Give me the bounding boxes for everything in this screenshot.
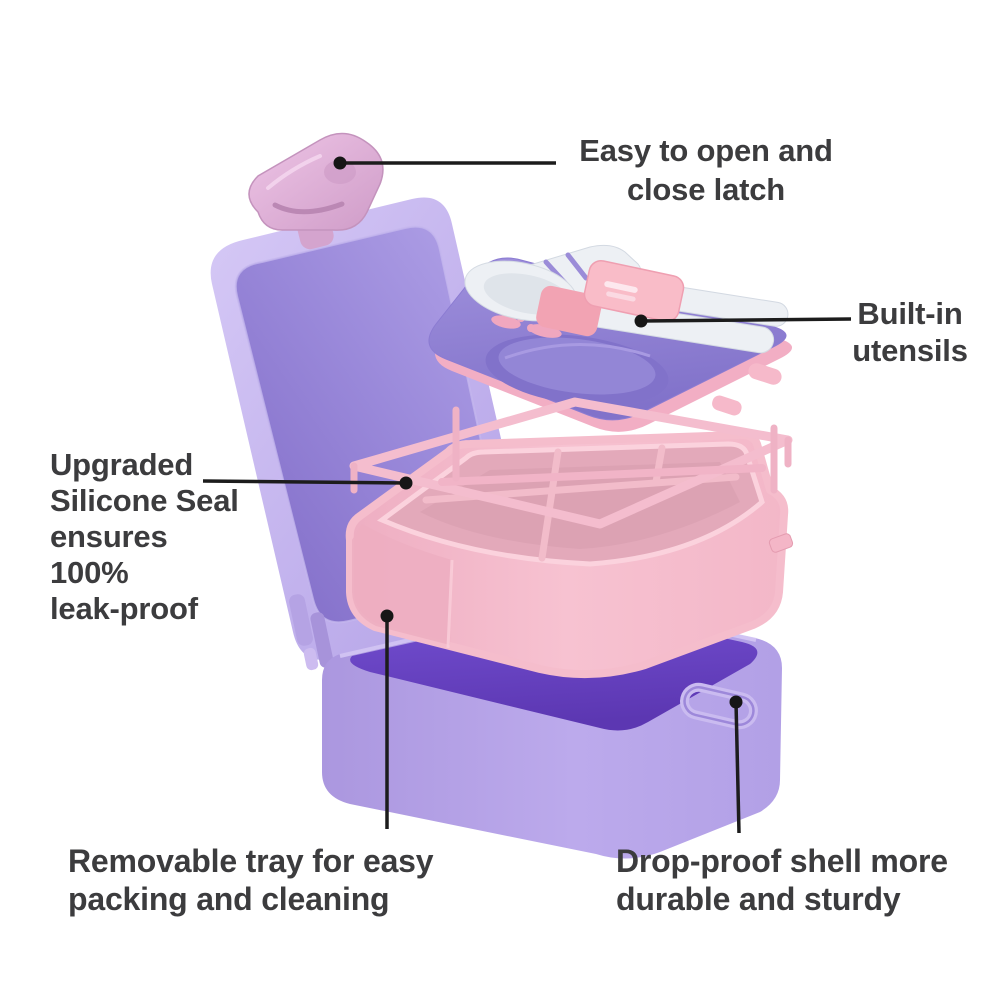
dot-utensils xyxy=(634,314,648,328)
callout-line: Removable tray for easy xyxy=(68,843,434,879)
callout-line: leak-proof xyxy=(50,591,198,626)
callout-line: utensils xyxy=(852,333,968,368)
dot-seal xyxy=(399,476,413,490)
callout-line: 100% xyxy=(50,555,129,590)
callout-utensils: Built-in utensils xyxy=(828,295,992,369)
leader-utensils xyxy=(640,317,852,323)
shell-handle xyxy=(680,682,758,730)
leader-shell xyxy=(734,701,741,834)
latch xyxy=(248,132,384,250)
leader-dots xyxy=(333,156,743,709)
utensil-clip xyxy=(536,260,685,337)
callout-latch: Easy to open and close latch xyxy=(520,131,892,209)
callout-line: ensures xyxy=(50,519,168,554)
callout-line: durable and sturdy xyxy=(616,881,901,917)
leader-seal xyxy=(202,479,407,485)
callout-line: Built-in xyxy=(857,296,963,331)
callout-line: Drop-proof shell more xyxy=(616,843,948,879)
cup-recess xyxy=(485,334,669,406)
dot-latch xyxy=(333,156,347,170)
callout-seal: Upgraded Silicone Seal ensures 100% leak… xyxy=(50,447,330,627)
callout-line: packing and cleaning xyxy=(68,881,390,917)
leader-lines xyxy=(202,161,852,834)
callout-line: close latch xyxy=(626,172,786,207)
lid-hinge xyxy=(289,594,334,671)
utensil-tray xyxy=(428,244,793,432)
callout-tray: Removable tray for easy packing and clea… xyxy=(68,842,488,918)
dot-shell xyxy=(729,695,743,709)
callout-line: Silicone Seal xyxy=(50,483,239,518)
dot-tray xyxy=(380,609,394,623)
callout-line: Upgraded xyxy=(50,447,194,482)
silicone-seal xyxy=(349,397,793,529)
callout-line: Easy to open and xyxy=(579,133,833,168)
callout-shell: Drop-proof shell more durable and sturdy xyxy=(616,842,996,918)
